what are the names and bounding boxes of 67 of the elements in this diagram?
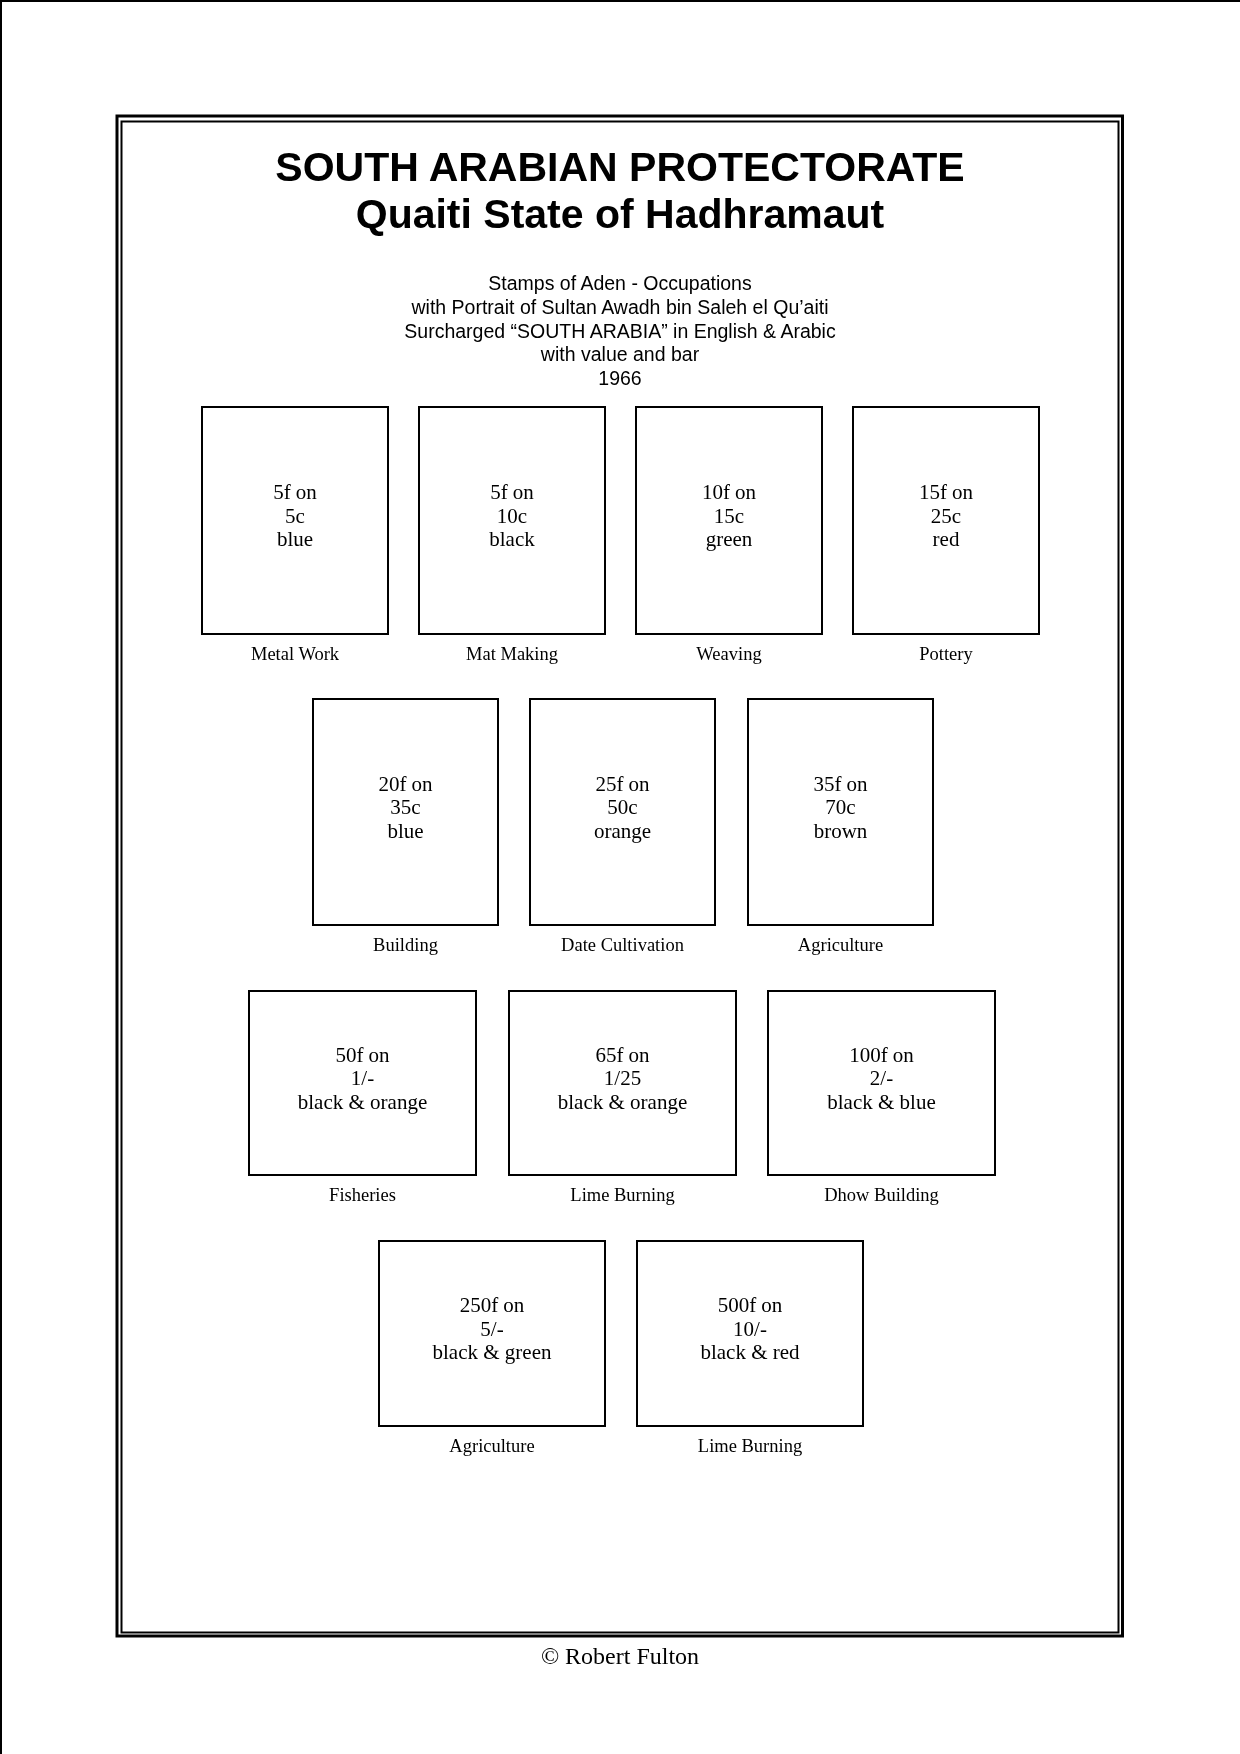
surcharge-value: 250f on: [459, 1294, 525, 1318]
series-description-line: Surcharged “SOUTH ARABIA” in English & Arabic: [404, 318, 836, 343]
stamp-color: black & orange: [297, 1090, 428, 1115]
original-value: 1/25: [603, 1067, 642, 1091]
original-value: 5c: [285, 504, 305, 529]
stamp-caption: Fisheries: [329, 1184, 396, 1206]
series-description-line: with value and bar: [540, 342, 700, 367]
surcharge-value: 50f on: [335, 1043, 390, 1068]
stamp-frame: [248, 990, 477, 1176]
original-value: 10c: [496, 504, 528, 529]
stamp-frame: [747, 698, 934, 926]
original-value: 1/-: [350, 1067, 375, 1091]
original-value: 10/-: [733, 1317, 767, 1342]
stamp-color: green: [705, 528, 753, 552]
surcharge-value: 35f on: [813, 772, 868, 797]
stamp-color: black & orange: [557, 1090, 688, 1115]
issue-year: 1966: [598, 366, 642, 391]
stamp-color: blue: [276, 528, 314, 552]
original-value: 70c: [825, 796, 856, 820]
stamp-frame: [418, 406, 606, 635]
stamp-frame: [635, 406, 823, 635]
stamp-color: black & blue: [827, 1090, 936, 1115]
stamp-frame: [378, 1240, 606, 1427]
stamp-color: black: [489, 528, 535, 552]
stamp-caption: Mat Making: [466, 643, 558, 665]
surcharge-value: 20f on: [378, 772, 433, 797]
stamp-caption: Agriculture: [797, 934, 884, 956]
stamp-caption: Date Cultivation: [561, 934, 684, 956]
stamp-color: brown: [813, 819, 868, 844]
original-value: 15c: [713, 504, 745, 529]
stamp-color: blue: [387, 819, 424, 844]
surcharge-value: 10f on: [701, 481, 757, 505]
series-description-line: Stamps of Aden - Occupations: [488, 271, 752, 295]
series-description-line: with Portrait of Sultan Awadh bin Saleh el Qu’aiti: [411, 294, 829, 319]
stamp-frame: [312, 698, 499, 926]
original-value: 50c: [607, 796, 638, 820]
original-value: 5/-: [480, 1317, 504, 1342]
surcharge-value: 5f on: [273, 481, 317, 505]
stamp-caption: Lime Burning: [697, 1435, 803, 1457]
stamp-caption: Pottery: [919, 643, 973, 665]
original-value: 25c: [930, 504, 962, 529]
stamp-caption: Agriculture: [449, 1435, 535, 1457]
stamp-frame: [852, 406, 1040, 635]
stamp-caption: Dhow Building: [824, 1184, 939, 1206]
stamp-caption: Metal Work: [250, 643, 340, 665]
stamp-color: red: [932, 528, 960, 552]
stamp-frame: [767, 990, 996, 1176]
stamp-frame: [508, 990, 737, 1176]
stamp-color: black & green: [432, 1341, 552, 1365]
page-title: SOUTH ARABIAN PROTECTORATE Quaiti State of Hadhramaut: [274, 144, 966, 238]
stamp-caption: Building: [373, 934, 438, 956]
stamp-frame: [636, 1240, 864, 1427]
stamp-color: black & red: [700, 1341, 800, 1365]
stamp-caption: Weaving: [696, 643, 762, 665]
surcharge-value: 25f on: [595, 772, 650, 797]
surcharge-value: 15f on: [918, 481, 974, 505]
surcharge-value: 5f on: [490, 481, 534, 505]
copyright-notice: © Robert Fulton: [540, 1642, 700, 1670]
stamp-color: orange: [593, 819, 652, 844]
surcharge-value: 65f on: [595, 1043, 650, 1068]
stamp-caption: Lime Burning: [570, 1184, 675, 1206]
stamp-frame: [201, 406, 389, 635]
stamp-frame: [529, 698, 716, 926]
surcharge-value: 100f on: [849, 1043, 914, 1068]
original-value: 35c: [390, 796, 421, 820]
surcharge-value: 500f on: [717, 1294, 783, 1318]
original-value: 2/-: [869, 1067, 894, 1091]
